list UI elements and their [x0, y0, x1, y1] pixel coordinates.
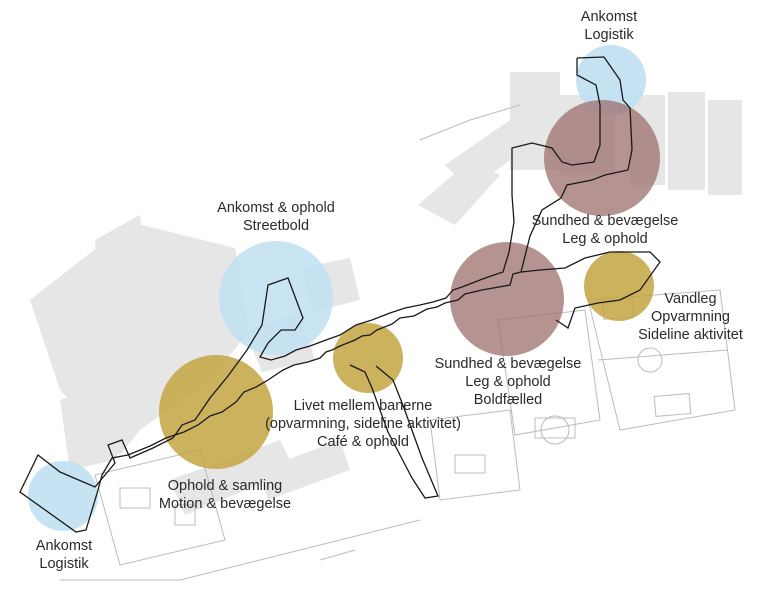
zone-label-ophold-samling: Ophold & samling Motion & bevægelse	[138, 477, 312, 513]
zone-label-line: Sideline aktivitet	[638, 327, 743, 343]
zone-circle-sundhed-leg-top	[544, 100, 660, 216]
zone-label-line: Café & ophold	[317, 434, 409, 450]
building-left-lower	[60, 380, 135, 470]
boundary-branch-right	[520, 251, 661, 330]
zone-label-line: Opvarmning	[651, 309, 730, 325]
building-top-right-4	[668, 92, 705, 190]
zone-circle-ankomst-logistik-top	[576, 45, 646, 115]
zone-label-line: Logistik	[39, 556, 89, 572]
pitch-right	[587, 289, 736, 431]
zone-circle-ankomst-logistik-bottom	[28, 461, 98, 531]
building-top-right-5	[708, 100, 742, 195]
zone-label-sundhed-boldfaelled: Sundhed & bevægelse Leg & ophold Boldfæl…	[410, 355, 606, 409]
pitch-lines-layer	[60, 104, 736, 581]
zone-label-line: (opvarmning, sideline aktivitet)	[265, 416, 461, 432]
zone-label-ankomst-logistik-top: Ankomst Logistik	[557, 8, 661, 44]
zone-label-line: Leg & ophold	[562, 231, 648, 247]
building-bottom-strip	[170, 440, 295, 515]
zone-label-line: Vandleg	[664, 291, 717, 307]
zone-label-livet-mellem-banerne: Livet mellem banerne (opvarmning, sideli…	[238, 397, 488, 451]
zone-label-ankomst-streetbold: Ankomst & ophold Streetbold	[188, 199, 364, 235]
zone-label-line: Boldfælled	[473, 392, 543, 408]
zone-label-line: Leg & ophold	[465, 374, 551, 390]
project-boundary-outline	[19, 56, 633, 533]
zone-label-vandleg: Vandleg Opvarmning Sideline aktivitet	[618, 290, 763, 344]
zone-label-sundhed-leg-top: Sundhed & bevægelse Leg & ophold	[505, 212, 705, 248]
zone-label-ankomst-logistik-bottom: Ankomst Logistik	[12, 537, 116, 573]
zone-label-line: Sundhed & bevægelse	[531, 213, 679, 229]
zone-circle-vandleg	[584, 251, 654, 321]
zone-label-line: Sundhed & bevægelse	[434, 356, 582, 372]
zone-circle-ophold-samling	[159, 355, 273, 469]
building-diagonal-band-2	[445, 120, 530, 190]
zone-circle-ankomst-streetbold	[219, 241, 333, 355]
pitch-lower	[429, 409, 521, 501]
zone-label-line: Ankomst & ophold	[217, 200, 335, 216]
zone-label-line: Ophold & samling	[167, 478, 283, 494]
boundary-branch-livet	[349, 364, 439, 499]
zone-label-line: Logistik	[584, 27, 634, 43]
building-lower-left-strip	[260, 440, 350, 500]
zone-label-line: Ankomst	[580, 9, 638, 25]
zone-label-line: Ankomst	[35, 538, 93, 554]
zone-label-line: Livet mellem banerne	[293, 398, 433, 414]
zone-label-line: Streetbold	[242, 218, 310, 234]
zone-label-line: Motion & bevægelse	[158, 496, 292, 512]
pitch-bottom-left	[94, 449, 226, 566]
zone-circle-livet-mellem-banerne	[333, 323, 403, 393]
building-left-wedge	[95, 215, 150, 330]
